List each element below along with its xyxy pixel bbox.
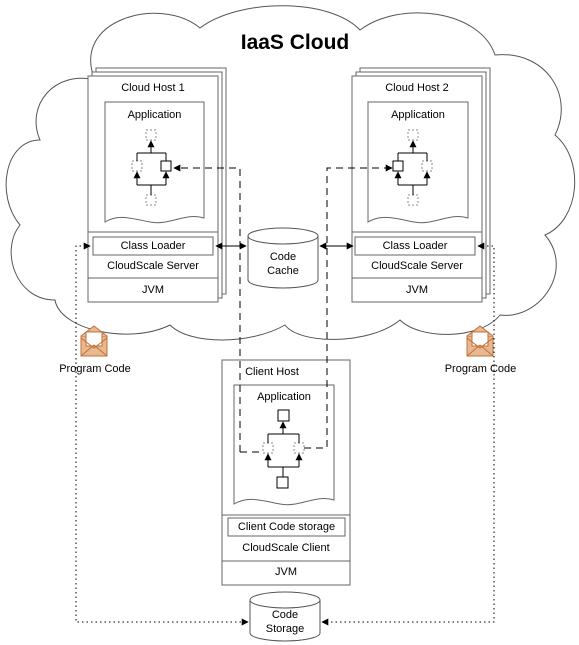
cloud-host-2-server: CloudScale Server: [371, 260, 463, 272]
program-code-left: Program Code: [59, 363, 131, 375]
cloud-host-2-name: Cloud Host 2: [385, 82, 449, 94]
client-jvm: JVM: [275, 566, 297, 578]
program-code-right: Program Code: [444, 363, 517, 375]
code-cache-label-2: Cache: [267, 265, 299, 277]
cloud-host-1-jvm: JVM: [142, 284, 164, 296]
cloud-host-1-server: CloudScale Server: [107, 260, 199, 272]
code-storage-label-1: Code: [271, 609, 299, 621]
client-code-storage: Client Code storage: [237, 521, 336, 533]
code-storage-cylinder: [249, 591, 321, 642]
client-host-name: Client Host: [245, 366, 299, 378]
code-cache-cylinder: [247, 227, 319, 289]
dotted-path-right: [321, 242, 495, 626]
diagram-title: IaaS Cloud: [240, 31, 350, 54]
cloud-host-2-application: Application: [391, 109, 445, 121]
cloud-host-2-jvm: JVM: [406, 284, 428, 296]
client-host-application: Application: [257, 391, 311, 403]
cloud-host-1-application: Application: [127, 109, 182, 121]
code-storage-label-2: Storage: [265, 623, 305, 635]
cloudscale-client: CloudScale Client: [242, 542, 330, 554]
envelope-icon-right: [466, 325, 494, 357]
cloud-host-1-class-loader: Class Loader: [120, 240, 186, 252]
cloud-host-2-class-loader: Class Loader: [382, 240, 448, 252]
code-cache-label-1: Code: [269, 251, 297, 263]
envelope-icon-left: [80, 325, 108, 357]
cloud-host-1-name: Cloud Host 1: [121, 82, 185, 94]
